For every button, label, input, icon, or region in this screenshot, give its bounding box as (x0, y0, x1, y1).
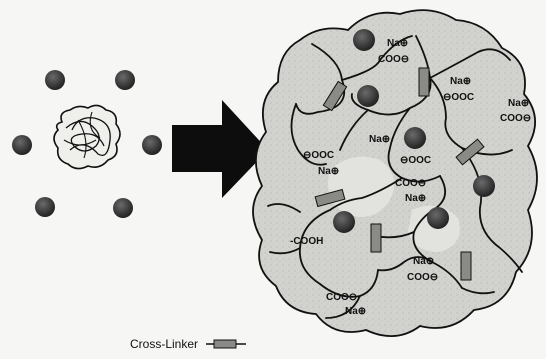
sodium-ion (357, 85, 379, 107)
sodium-ion (12, 135, 32, 155)
sodium-ion (115, 70, 135, 90)
carboxylate-label: COO⊖ (326, 292, 357, 303)
na-label: Na⊕ (318, 166, 339, 177)
sodium-ion (353, 29, 375, 51)
carboxylate-label: COO⊖ (378, 54, 409, 65)
carboxylate-label: ⊖OOC (443, 92, 474, 103)
cross-linker (371, 224, 381, 252)
na-label: Na⊕ (405, 193, 426, 204)
sodium-ion (427, 207, 449, 229)
cross-linker (419, 68, 429, 96)
carboxylate-label: COO⊖ (500, 113, 531, 124)
carboxylate-label: COO⊖ (395, 178, 426, 189)
na-label: Na⊕ (413, 256, 434, 267)
sodium-ion (45, 70, 65, 90)
swollen-hydrogel-group: Na⊕ COO⊖ Na⊕ ⊖OOC Na⊕ COO⊖ Na⊕ ⊖OOC ⊖OOC… (253, 10, 537, 336)
carboxylate-label: ⊖OOC (303, 150, 334, 161)
sodium-ion (113, 198, 133, 218)
carboxylate-label: ⊖OOC (400, 155, 431, 166)
carboxylic-acid-label: -COOH (290, 236, 323, 247)
legend-label: Cross-Linker (130, 337, 198, 351)
na-label: Na⊕ (508, 98, 529, 109)
na-label: Na⊕ (450, 76, 471, 87)
collapsed-polymer-coil (54, 105, 120, 168)
carboxylate-label: COO⊖ (407, 272, 438, 283)
legend: Cross-Linker (130, 337, 246, 351)
sodium-ion (404, 127, 426, 149)
sodium-ion (333, 211, 355, 233)
swelling-arrow (172, 100, 268, 198)
na-label: Na⊕ (345, 306, 366, 317)
cross-linker (461, 252, 471, 280)
sodium-ion (142, 135, 162, 155)
legend-cross-linker-swatch (214, 340, 236, 348)
dry-state-group (12, 70, 162, 218)
na-label: Na⊕ (387, 38, 408, 49)
sodium-ion (35, 197, 55, 217)
na-label: Na⊕ (369, 134, 390, 145)
sodium-ion (473, 175, 495, 197)
